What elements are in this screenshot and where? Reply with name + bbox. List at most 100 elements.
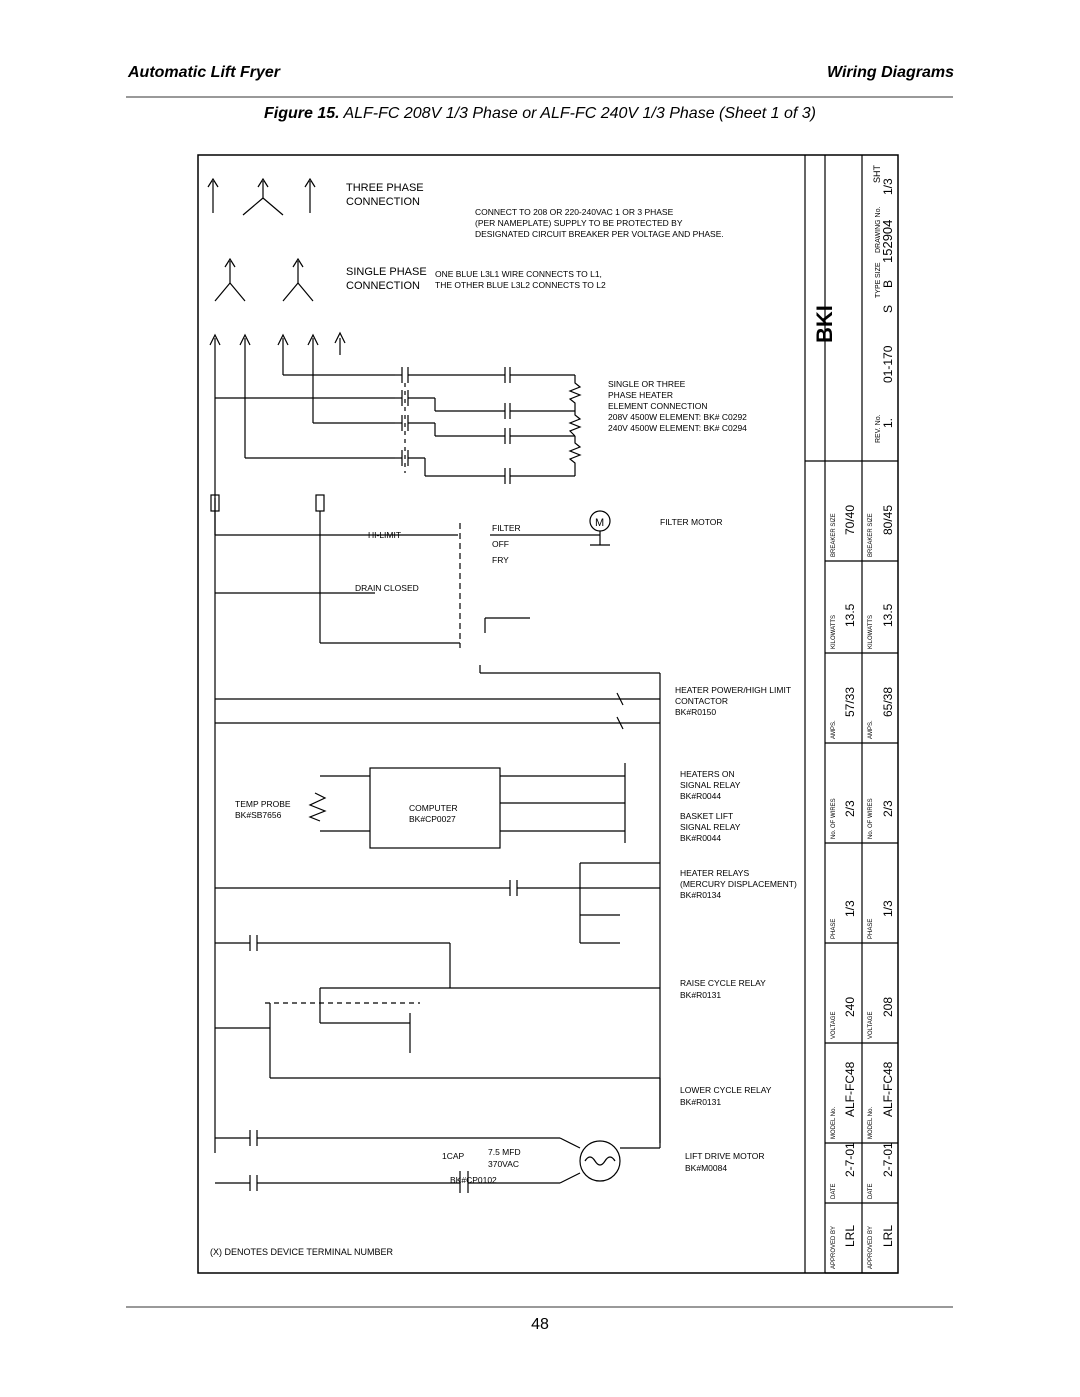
heater-element [568,436,582,476]
three-phase-label: CONNECTION [346,196,420,208]
drain-closed-label: DRAIN CLOSED [355,583,419,593]
capacitor-part-number: BK#CP0102 [450,1175,497,1185]
basket-lift-relay-label: BASKET LIFT [680,811,733,821]
heater-element-note: PHASE HEATER [608,390,673,400]
revision-label: REV. No. [875,414,882,443]
title-block-col-label: AMPS. [831,720,837,739]
lower-cycle-relay-label: LOWER CYCLE RELAY [680,1085,772,1095]
svg-text:M: M [595,517,604,529]
title-block-col-label: MODEL No. [868,1107,874,1139]
size-value: B [881,280,895,288]
title-block-value-208: 13.5 [881,603,895,627]
single-phase-label: SINGLE PHASE [346,266,427,278]
title-block-value-208: 1/3 [881,900,895,917]
heaters-on-relay-label: HEATERS ON [680,769,735,779]
title-block-col-label: DATE [831,1183,837,1199]
title-block-col-label: PHASE [831,919,837,939]
basket-lift-relay-label: BK#R0044 [680,833,721,843]
computer-board [308,763,626,849]
title-block-col-label: No. OF WIRES [831,798,837,839]
heater-element-note: ELEMENT CONNECTION [608,401,708,411]
title-block-value-240: 13.5 [843,603,857,627]
title-block-value-208: 2/3 [881,800,895,817]
revision-code: 01-170 [881,345,895,383]
supply-wires [209,331,395,743]
title-block-col-label: AMPS. [868,720,874,739]
title-block-value-240: ALF-FC48 [843,1061,857,1117]
lift-drive-motor-label: BK#M0084 [685,1163,727,1173]
figure-text: ALF-FC 208V 1/3 Phase or ALF-FC 240V 1/3… [343,105,816,122]
heater-relays-label: (MERCURY DISPLACEMENT) [680,879,797,889]
size-label: SIZE [875,262,882,278]
drawing-number-label: DRAWING No. [875,207,882,253]
hi-limit-label: HI-LIMIT [368,530,401,540]
drawing-number: 152904 [880,220,895,263]
capacitor-label: 1CAP [442,1151,465,1161]
title-block-value-240: 2-7-01 [843,1142,857,1177]
capacitor-rating: 7.5 MFD [488,1147,521,1157]
sheet-number: 1/3 [881,178,895,195]
page-number: 48 [531,1316,549,1333]
heater-relays-label: BK#R0134 [680,890,721,900]
figure-caption: Figure 15. ALF-FC 208V 1/3 Phase or ALF-… [0,105,1080,123]
heater-contactor-label: CONTACTOR [675,696,728,706]
power-input-section [207,177,316,302]
header-section: Wiring Diagrams [827,64,954,81]
temp-probe-label: BK#SB7656 [235,810,282,820]
raise-cycle-relay-label: RAISE CYCLE RELAY [680,978,766,988]
bki-logo: BKI [812,305,837,343]
heater-element [568,411,582,437]
title-block-col-label: DATE [868,1183,874,1199]
supply-note: (PER NAMEPLATE) SUPPLY TO BE PROTECTED B… [475,218,683,228]
title-block-col-label: PHASE [868,919,874,939]
title-block-value-240: 240 [843,997,857,1017]
heater-element-note: 240V 4500W ELEMENT: BK# C0294 [608,423,747,433]
title-block-value-208: 65/38 [881,687,895,717]
lower-cycle-relay-label: BK#R0131 [680,1097,721,1107]
heater-element-note: SINGLE OR THREE [608,379,686,389]
title-block-value-240: 57/33 [843,687,857,717]
title-block-col-label: No. OF WIRES [868,798,874,839]
heater-relays-label: HEATER RELAYS [680,868,749,878]
type-value: S [881,305,895,313]
type-label: TYPE [875,279,882,298]
control-circuit: M [210,494,661,1153]
title-block-value-240: 1/3 [843,900,857,917]
title-block-col-label: VOLTAGE [868,1012,874,1039]
single-phase-note: THE OTHER BLUE L3L2 CONNECTS TO L2 [435,280,606,290]
title-block-col-label: KILOWATTS [868,615,874,649]
title-block-value-208: 80/45 [881,505,895,535]
raise-cycle-relay-label: BK#R0131 [680,990,721,1000]
title-block-value-208: 208 [881,997,895,1017]
figure-number: Figure 15. [264,105,340,122]
title-block-col-label: BREAKER SIZE [868,513,874,557]
title-block-col-label: KILOWATTS [831,615,837,649]
heater-contactor-label: HEATER POWER/HIGH LIMIT [675,685,791,695]
title-block-col-label: BREAKER SIZE [831,513,837,557]
single-phase-note: ONE BLUE L3L1 WIRE CONNECTS TO L1, [435,269,602,279]
title-block-value-208: LRL [881,1225,895,1247]
supply-note: CONNECT TO 208 OR 220-240VAC 1 OR 3 PHAS… [475,207,674,217]
filter-switch-position: FILTER [492,523,521,533]
supply-note: DESIGNATED CIRCUIT BREAKER PER VOLTAGE A… [475,229,724,239]
filter-switch-position: OFF [492,539,509,549]
contactor-coil [616,692,624,706]
title-block-col-label: APPROVED BY [868,1226,874,1269]
revision-number: 1. [881,418,895,428]
filter-switch-position: FRY [492,555,509,565]
title-block-value-240: LRL [843,1225,857,1247]
basket-lift-relay-label: SIGNAL RELAY [680,822,741,832]
diagram-border [197,154,899,1274]
title-block-value-240: 2/3 [843,800,857,817]
single-phase-label: CONNECTION [346,280,420,292]
computer-label: COMPUTER [409,803,458,813]
title-block-value-208: 2-7-01 [881,1142,895,1177]
capacitor-voltage: 370VAC [488,1159,519,1169]
sheet-label: SHT [872,164,882,183]
heater-element-note: 208V 4500W ELEMENT: BK# C0292 [608,412,747,422]
contactor-1cr-contacts [395,367,582,484]
terminal-number-footnote: (X) DENOTES DEVICE TERMINAL NUMBER [210,1247,394,1257]
filter-motor-label: FILTER MOTOR [660,517,723,527]
computer-label: BK#CP0027 [409,814,456,824]
title-block-col-label: VOLTAGE [831,1012,837,1039]
